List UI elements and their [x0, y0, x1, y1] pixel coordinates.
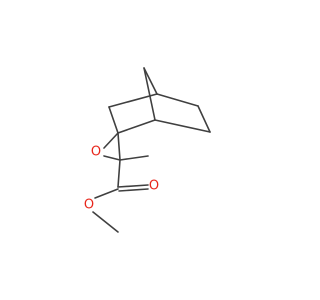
bond-c-carbonyl-c	[117, 159, 121, 188]
bond-c7-c1	[143, 67, 156, 121]
canvas-background	[0, 0, 300, 300]
carbonyl-oxygen-label: O	[149, 179, 159, 194]
bond-c2-c1	[117, 119, 156, 134]
bond-spiro-c-o	[103, 132, 119, 149]
bond-c4-c5	[156, 93, 199, 107]
molecule-structure: O O O	[0, 0, 300, 300]
methyl-ester-group: O O	[84, 159, 159, 233]
bond-methyl	[119, 155, 149, 161]
bond-carbonyl-double-1	[117, 184, 149, 188]
bond-c7-c4	[143, 67, 158, 95]
bond-c4-c3	[108, 93, 158, 108]
bond-carbonyl-c-o-ester	[94, 188, 119, 199]
ester-oxygen-label: O	[84, 198, 94, 213]
bond-c3-c2	[108, 106, 119, 134]
methyl-group	[119, 155, 149, 161]
bond-o-methoxy-c	[92, 211, 119, 233]
bond-carbonyl-double-2	[118, 188, 149, 192]
bond-spiro-c-c	[117, 132, 121, 161]
bond-c6-c1	[154, 119, 211, 133]
ring-oxygen-label: O	[91, 145, 101, 160]
bond-o-c-methyl	[103, 155, 121, 161]
norbornane-skeleton	[108, 67, 211, 134]
bond-c5-c6	[197, 105, 211, 133]
epoxide-ring: O	[91, 132, 121, 161]
